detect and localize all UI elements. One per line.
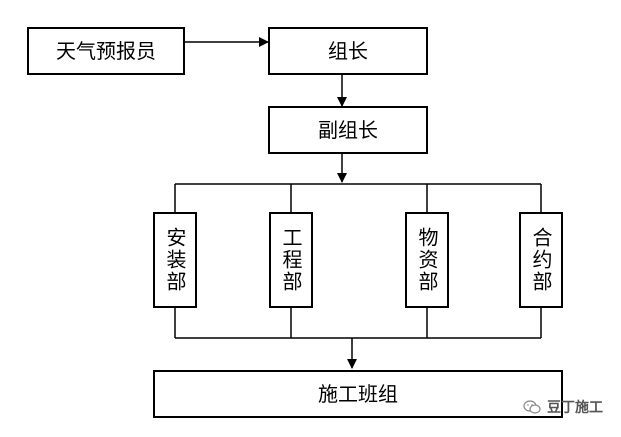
construction-team-box: 施工班组 bbox=[153, 370, 563, 418]
engineering-dept-label: 工程部 bbox=[279, 227, 303, 293]
contracts-dept-label: 合约部 bbox=[529, 227, 553, 293]
leader-label: 组长 bbox=[328, 39, 368, 63]
contracts-dept-box: 合约部 bbox=[519, 212, 563, 308]
safety-dept-label: 安装部 bbox=[163, 227, 187, 293]
watermark: 豆丁施工 bbox=[523, 397, 603, 417]
forecaster-label: 天气预报员 bbox=[56, 39, 156, 63]
safety-dept-box: 安装部 bbox=[153, 212, 197, 308]
engineering-dept-box: 工程部 bbox=[269, 212, 313, 308]
wechat-icon bbox=[523, 400, 541, 414]
deputy-label: 副组长 bbox=[318, 118, 378, 142]
construction-team-label: 施工班组 bbox=[318, 382, 398, 406]
materials-dept-box: 物资部 bbox=[405, 212, 449, 308]
materials-dept-label: 物资部 bbox=[415, 227, 439, 293]
forecaster-box: 天气预报员 bbox=[27, 27, 185, 75]
watermark-text: 豆丁施工 bbox=[547, 400, 603, 416]
deputy-box: 副组长 bbox=[268, 106, 428, 154]
leader-box: 组长 bbox=[268, 27, 428, 75]
